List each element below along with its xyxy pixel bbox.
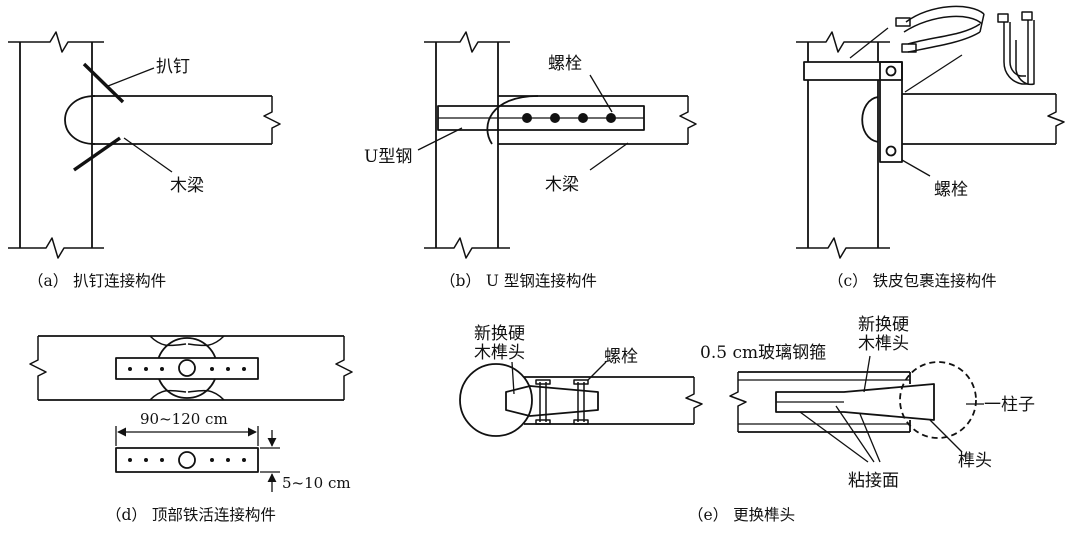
panel-a-column xyxy=(8,31,104,259)
panel-b-bolt-2 xyxy=(550,113,560,123)
panel-b-u-steel-joint xyxy=(417,31,697,259)
panel-a-staple-joint xyxy=(8,31,281,259)
panel-a-staple-bottom xyxy=(73,136,121,172)
panel-b-column xyxy=(424,31,510,259)
panel-b-beam-label: 木梁 xyxy=(545,175,579,195)
panel-b-bolt-3 xyxy=(578,113,588,123)
panel-b-beam xyxy=(486,95,697,145)
panel-b-bolts xyxy=(522,113,616,123)
panel-e-column-label: 一柱子 xyxy=(984,395,1035,415)
panel-d-plate-detail xyxy=(115,447,259,473)
panel-e-caption: （e） 更换榫头 xyxy=(688,506,795,524)
panel-c-caption: （c） 铁皮包裹连接构件 xyxy=(828,272,997,290)
panel-d-iron-plate xyxy=(115,357,259,380)
panel-b-bolt-4 xyxy=(606,113,616,123)
panel-b-bolt-1 xyxy=(522,113,532,123)
panel-e-tenon-replacement-right xyxy=(729,355,984,463)
panel-d-nail-dots xyxy=(128,367,246,462)
panel-d-caption: （d） 顶部铁活连接构件 xyxy=(106,506,276,524)
panel-c-beam xyxy=(861,93,1065,145)
panel-d-length-label: 90~120 cm xyxy=(140,410,228,428)
panel-d-width-label: 5~10 cm xyxy=(282,474,351,492)
panel-a-beam xyxy=(64,95,281,145)
panel-e-left-new-tenon-label-1: 新换硬 xyxy=(474,324,525,344)
panel-a-staple-top xyxy=(82,62,125,104)
panel-d-beam xyxy=(29,335,353,401)
panel-e-left-column xyxy=(459,363,533,437)
panel-e-right-column xyxy=(899,361,977,439)
panel-e-right-new-tenon-label-2: 木榫头 xyxy=(858,334,909,354)
panel-a-caption: （a） 扒钉连接构件 xyxy=(28,272,166,290)
panel-e-left-new-tenon xyxy=(505,385,599,417)
panel-c-column xyxy=(796,31,890,259)
panel-e-left-bolts xyxy=(535,379,589,425)
panel-e-left-bolt-label: 螺栓 xyxy=(604,347,638,367)
panel-a-staple-label: 扒钉 xyxy=(156,57,190,77)
panel-b-bolt-label: 螺栓 xyxy=(548,54,582,74)
panel-e-right-beam xyxy=(729,371,911,433)
panel-c-strap-clamp xyxy=(997,11,1035,86)
panel-c-ring-clamp xyxy=(895,5,985,53)
panel-b-caption: （b） U 型钢连接构件 xyxy=(440,272,597,290)
panel-d-top-iron-joint xyxy=(29,335,353,492)
panel-a-beam-label: 木梁 xyxy=(170,176,204,196)
panel-e-right-new-tenon xyxy=(775,383,935,421)
panel-e-right-new-tenon-label-1: 新换硬 xyxy=(858,315,909,335)
panel-e-gfrp-hoop-label: 0.5 cm玻璃钢箍 xyxy=(700,343,826,363)
panel-e-left-beam xyxy=(524,376,703,425)
panel-c-band-vertical xyxy=(879,61,903,163)
panel-e-tenon-replacement-left xyxy=(459,361,703,437)
panel-c-sheet-iron-joint xyxy=(796,5,1065,259)
panel-e-tenon-label: 榫头 xyxy=(958,451,992,471)
panel-e-left-new-tenon-label-2: 木榫头 xyxy=(474,343,525,363)
panel-b-u-steel-label: U型钢 xyxy=(364,147,412,167)
panel-c-bolt-label: 螺栓 xyxy=(934,180,968,200)
panel-e-bond-surface-label: 粘接面 xyxy=(848,471,899,491)
